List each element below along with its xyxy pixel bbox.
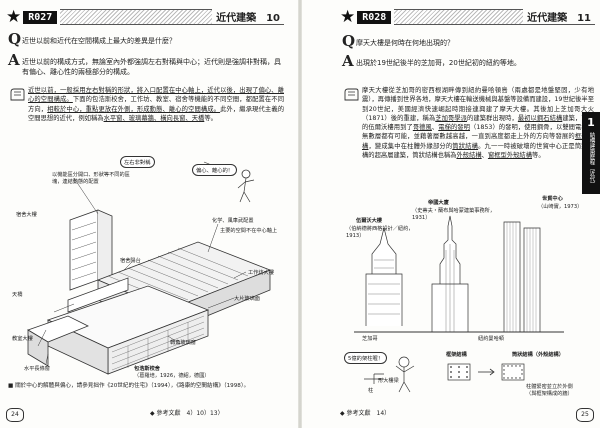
a-mark: A bbox=[342, 52, 354, 70]
body-text: 近世以前，一般採用左右對稱的形狀，將入口配置在中心軸上，近代以後，出現了偏心、離… bbox=[8, 86, 284, 123]
label-glass: 大片玻璃面 bbox=[234, 296, 260, 302]
left-footer: 24 bbox=[6, 408, 24, 422]
label-workshop: 工作坊大樓 bbox=[248, 270, 274, 276]
body-part: 等。 bbox=[532, 152, 545, 160]
body-underlined: 窗框型外殼結構 bbox=[487, 152, 533, 160]
q-mark: Q bbox=[8, 30, 22, 48]
right-page: ★ R028 近代建築 11 Q 摩天大樓是何時在何地出現的？ A 出現於19世… bbox=[300, 0, 600, 428]
a-mark: A bbox=[8, 51, 20, 69]
hand-icon bbox=[10, 88, 25, 101]
left-header: ★ R027 近代建築 10 bbox=[6, 8, 284, 26]
woolworth-detail: （伯納德將西格設計／紐約，1913） bbox=[346, 226, 414, 239]
right-footer: 25 bbox=[576, 408, 594, 422]
tube-note: 柱體緊密並立於外側（與框架構成的牆） bbox=[526, 384, 573, 397]
right-header: ★ R028 近代建築 11 bbox=[340, 8, 595, 26]
body-underlined: 筒狀結構 bbox=[452, 142, 479, 150]
star-icon: ★ bbox=[6, 7, 22, 27]
left-page: ★ R027 近代建築 10 Q 近世以前和近代在空間構成上最大的差異是什麼？ … bbox=[6, 8, 284, 422]
question-text: 摩天大樓是何時在何地出現的？ bbox=[356, 39, 454, 47]
fig-note-top: 以機能區分開口、形狀等不同的區塊，連結動態的配置 bbox=[52, 172, 130, 185]
hand-icon bbox=[344, 88, 359, 101]
body-text: 摩天大樓從芝加哥的密西根湖畔傳到紐約曼哈頓島（兩處都是地盤堅固，少有地震），再傳… bbox=[342, 86, 594, 160]
answer-text: 出現於19世紀後半的芝加哥，20世紀初的紐約等地。 bbox=[356, 59, 521, 67]
book-gutter bbox=[298, 0, 302, 428]
chapter-title: 結構建築歷程（近代） bbox=[588, 132, 595, 187]
tube-label: 筒狀結構（外殼結構） bbox=[512, 352, 564, 358]
title-band: 近代建築 11 bbox=[394, 9, 595, 25]
body-rest: 下面的包浩斯校舍，工作坊、教室、宿舍等機能的不同空間，都配置在不同方向， bbox=[28, 96, 285, 113]
body-part: 建築，下面的伍爾沃樓用到了 bbox=[362, 114, 595, 132]
fig-caption-detail: （葛羅培，1926，德紹，德國） bbox=[134, 373, 210, 379]
label-dorm-balcony: 宿舍陽台 bbox=[120, 258, 141, 264]
body-underlined: 最初以鋼石結構 bbox=[517, 114, 563, 122]
body-underlined: 外殼結構 bbox=[456, 152, 482, 160]
wtc-detail: （山崎實，1973） bbox=[538, 204, 583, 210]
question-text: 近世以前和近代在空間構成上最大的差異是什麼？ bbox=[22, 37, 176, 45]
left-references: ◆ 參考文獻 4）10）13） bbox=[150, 410, 224, 417]
label-classroom: 教室大樓 bbox=[12, 336, 33, 342]
body-underlined-2: 相較於中心，重點更放在外側，形成動態、離心的空間構成。 bbox=[47, 105, 221, 113]
label-strip-window: 水平長條窗 bbox=[24, 366, 50, 372]
speech-bubble: 5億的架柱喔！ bbox=[344, 352, 388, 364]
chapter-number: 1 bbox=[587, 116, 595, 129]
body-underlined-3: 水平窗、玻璃幕牆、橫向長窗、天橋 bbox=[103, 114, 205, 122]
answer-text: 近世以前的構成方式，無論室內外都強調左右對稱與中心；近代則是強調非對稱，具有偏心… bbox=[22, 58, 281, 76]
answer-block: A 近世以前的構成方式，無論室內外都強調左右對稱與中心；近代則是強調非對稱，具有… bbox=[8, 51, 284, 77]
ny-label: 紐約曼哈頓 bbox=[478, 336, 504, 342]
fig-caption: 包浩斯校舍 bbox=[134, 366, 160, 372]
answer-block: A 出現於19世紀後半的芝加哥，20世紀初的紐約等地。 bbox=[342, 52, 594, 70]
right-references: ◆ 參考文獻 14） bbox=[340, 410, 391, 417]
body-rest-2: 此外，繼承現代主義的空間思想的近代，例如稱為 bbox=[28, 105, 285, 122]
empire-label: 帝國大廈 bbox=[428, 200, 449, 206]
body-part: 、 bbox=[431, 124, 439, 132]
footnote: ■ 關於中心的解體與偏心，請參見拙作《20世紀的住宅》（1994），《路康的空間… bbox=[8, 383, 250, 389]
label-corner-window: 轉角玻璃窗 bbox=[170, 340, 196, 346]
skyscraper-illustration bbox=[354, 215, 564, 393]
body-part: 摩天大樓從芝加哥的密西根湖畔傳到紐約曼哈頓島（兩處都是地盤堅固，少有地震），再傳… bbox=[362, 87, 594, 122]
body-underlined: 哥德風 bbox=[412, 124, 432, 132]
body-part: 、 bbox=[481, 152, 488, 160]
entry-code: R027 bbox=[23, 10, 58, 24]
page-number: 24 bbox=[6, 408, 24, 422]
page-title: 近代建築 11 bbox=[523, 9, 595, 24]
brace-label: 形大樓梁 bbox=[378, 378, 399, 384]
body-underlined: 電梯的發明 bbox=[438, 124, 471, 132]
bauhaus-illustration bbox=[27, 161, 272, 375]
title-band: 近代建築 10 bbox=[60, 9, 284, 25]
woolworth-label: 伍爾沃大樓 bbox=[356, 218, 382, 224]
speech-bubble-left: 左右非對稱 bbox=[120, 156, 155, 168]
entry-code: R028 bbox=[357, 10, 392, 24]
label-bridge: 天橋 bbox=[12, 292, 23, 298]
column-label: 柱 bbox=[368, 388, 374, 394]
page-title: 近代建築 10 bbox=[212, 9, 284, 24]
speech-bubble-right: 偏心、離心的！ bbox=[192, 164, 238, 176]
body-part: （1853）的發明，使用鋼骨，以雙間電梯到無數層都有可能，並藉著層數越高越，一直… bbox=[362, 124, 595, 141]
body-part: ，變成集中在柱體外緣部分的 bbox=[368, 142, 453, 150]
body-rest-3: 等。 bbox=[204, 114, 217, 122]
q-mark: Q bbox=[342, 32, 356, 50]
label-main-space: 主要的空間不在中心軸上 bbox=[220, 228, 278, 234]
star-icon: ★ bbox=[340, 7, 356, 27]
chicago-label: 芝加哥 bbox=[362, 336, 378, 342]
empire-detail: （史蒂夫・蘭布與哈蒙建築事務所，1931） bbox=[412, 208, 496, 221]
chapter-tab: 1 結構建築歷程（近代） bbox=[582, 112, 600, 194]
label-chem: 化学、風車武配置 bbox=[212, 218, 254, 224]
question-block: Q 近世以前和近代在空間構成上最大的差異是什麼？ bbox=[8, 30, 284, 48]
page-number: 25 bbox=[576, 408, 594, 422]
body-part: 。九一一時被破壞的世貿中心正是筒狀結構的超高層建築，筒狀結構也稱為 bbox=[362, 142, 595, 160]
body-part: 的建築群出現時， bbox=[467, 114, 518, 122]
body-underlined: 近世以前，一般採用左右對稱的形狀，將入口配置在中心軸上，近代以後，出現了偏心、離… bbox=[28, 87, 284, 104]
label-dorm: 宿舍大樓 bbox=[16, 212, 37, 218]
body-underlined: 芝加哥學派 bbox=[435, 114, 468, 122]
frame-label: 框架結構 bbox=[446, 352, 467, 358]
question-block: Q 摩天大樓是何時在何地出現的？ bbox=[342, 32, 594, 50]
wtc-label: 世貿中心 bbox=[542, 196, 563, 202]
